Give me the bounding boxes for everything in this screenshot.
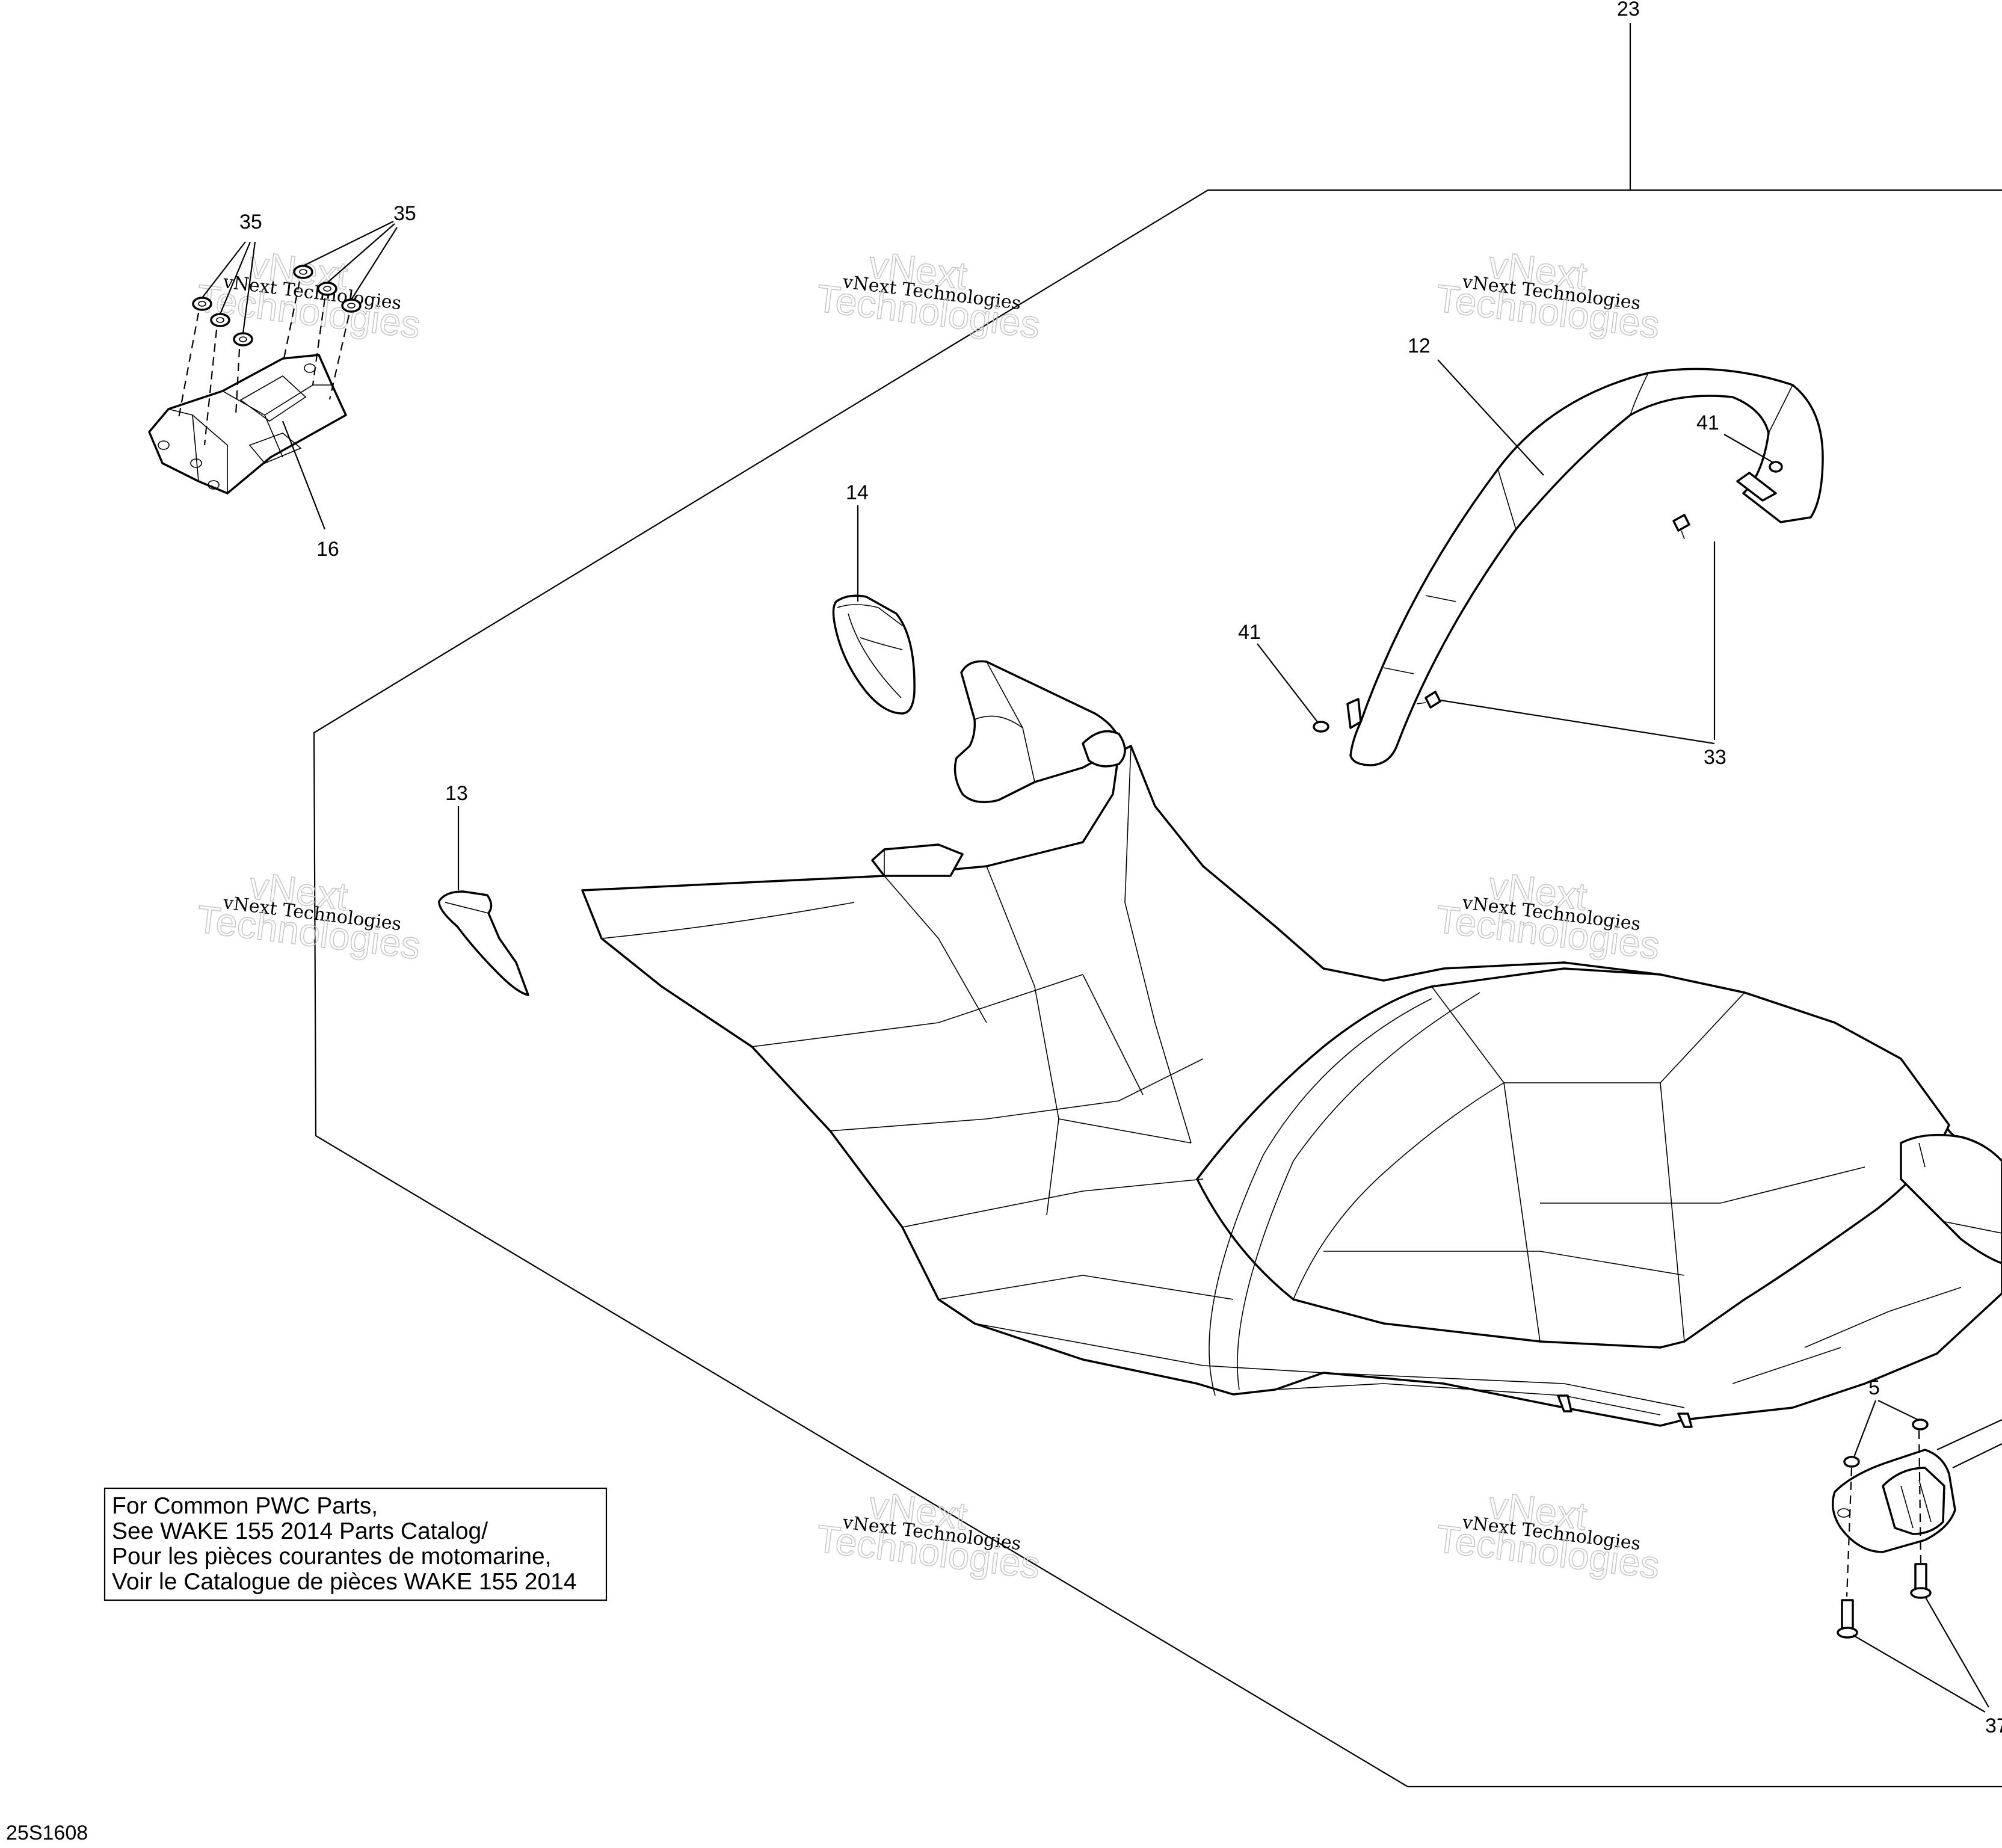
watermark-bc: vNext vNext Technologies Technologies [813,1483,1043,1588]
trim-part-13 [438,890,529,996]
watermark-br: vNext vNext Technologies Technologies [1433,1483,1662,1588]
callout-23: 23 [1617,0,1640,20]
leaders-35-16 [202,221,398,530]
grab-handle-part-12 [1346,368,1824,766]
callout-12: 12 [1408,334,1431,357]
callout-labels: 23 35 35 16 14 12 41 41 33 13 5 37 [239,0,2002,1737]
callout-41b: 41 [1238,621,1261,644]
dashed-guides-hinge [1846,1430,1922,1597]
callout-33: 33 [1704,746,1726,769]
bolts-part-37 [1837,1563,1932,1639]
callout-41a: 41 [1696,411,1719,434]
watermark-tr: vNext vNext Technologies Technologies [1433,242,1662,347]
note-line-2: See WAKE 155 2014 Parts Catalog/ [112,1518,488,1544]
dashed-guides-35 [177,281,350,446]
fasteners-part-41 [1313,461,1783,733]
watermark-ml: vNext vNext Technologies Technologies [194,863,423,968]
figure-id: 25S1608 [6,1822,88,1844]
nuts-part-5 [1843,1418,1929,1468]
note-line-1: For Common PWC Parts, [112,1493,378,1519]
rivets-part-33 [1416,514,1690,709]
callout-35a: 35 [239,211,262,233]
callout-13: 13 [445,782,468,805]
watermark-mr: vNext vNext Technologies Technologies [1433,863,1662,968]
pad-part-14 [832,594,916,715]
seat-main [581,660,2002,1428]
hinge-assembly [1831,1419,2002,1553]
common-parts-note: For Common PWC Parts, See WAKE 155 2014 … [103,1487,608,1601]
nuts-part-35 [192,265,362,346]
note-line-4: Voir le Catalogue de pièces WAKE 155 201… [112,1569,577,1595]
callout-16: 16 [316,538,339,561]
bracket-part-16 [148,354,347,494]
leaders-5-37 [1852,1400,1989,1713]
watermark-tc: vNext vNext Technologies Technologies [813,242,1043,347]
callout-14: 14 [846,481,869,504]
assembly-boundary [313,189,2002,1788]
callout-37: 37 [1985,1714,2002,1737]
callout-35b: 35 [393,202,416,225]
note-line-3: Pour les pièces courantes de motomarine, [112,1544,552,1569]
callout-5: 5 [1868,1376,1880,1399]
leaders-12-41-33 [1257,359,1773,745]
